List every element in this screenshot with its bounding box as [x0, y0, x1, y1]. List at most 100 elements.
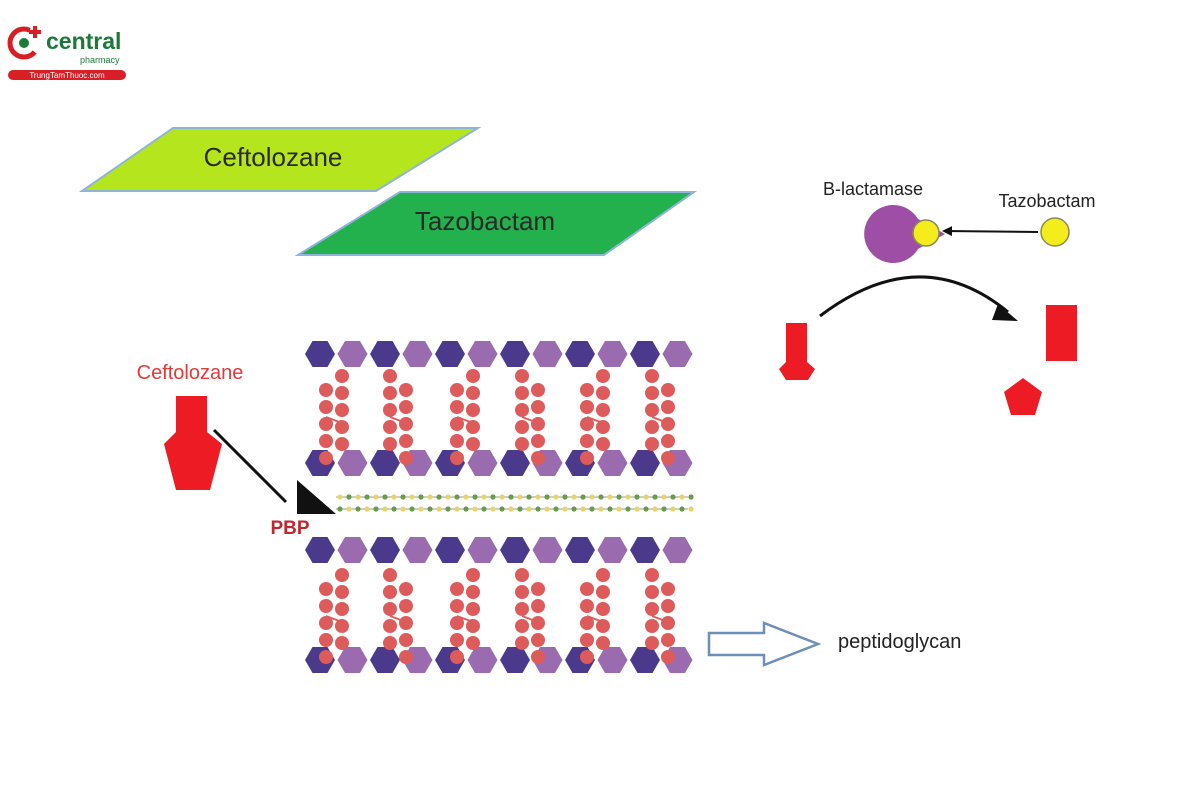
peptidoglycan-bead: [607, 506, 613, 512]
peptidoglycan-bead: [400, 506, 406, 512]
lipid-bead: [466, 369, 480, 383]
lipid-bead: [335, 619, 349, 633]
logo-name: central: [46, 28, 121, 54]
peptidoglycan-bead: [571, 494, 577, 500]
lipid-bead: [515, 420, 529, 434]
lipid-bead: [645, 585, 659, 599]
peptidoglycan-bead: [454, 506, 460, 512]
lipid-bead: [515, 369, 529, 383]
membrane-hexagon: [402, 341, 433, 367]
membrane-hexagon: [467, 647, 498, 673]
membrane-hexagon: [370, 341, 400, 367]
membrane-hexagon: [435, 341, 465, 367]
peptidoglycan-bead: [454, 494, 460, 500]
peptidoglycan-bead: [508, 506, 514, 512]
ceftolozane-label: Ceftolozane: [137, 362, 244, 384]
peptidoglycan-bead: [517, 506, 523, 512]
lipid-bead: [450, 400, 464, 414]
lipid-bead: [596, 403, 610, 417]
lipid-bead: [466, 585, 480, 599]
brand-logo: central pharmacy TrungTamThuoc.com: [7, 26, 126, 80]
peptidoglycan-bead: [607, 494, 613, 500]
lipid-bead: [661, 400, 675, 414]
lipid-bead: [466, 619, 480, 633]
lipid-bead: [335, 386, 349, 400]
peptidoglycan-bead: [517, 494, 523, 500]
peptidoglycan-bead: [589, 506, 595, 512]
membrane-hexagon: [597, 647, 628, 673]
lipid-bead: [661, 599, 675, 613]
lipid-bead: [661, 633, 675, 647]
lipid-bead: [383, 568, 397, 582]
membrane-hexagon: [467, 537, 498, 563]
peptidoglycan-bead: [364, 506, 370, 512]
peptidoglycan-bead: [562, 494, 568, 500]
peptidoglycan-bead: [643, 494, 649, 500]
lipid-bead: [596, 602, 610, 616]
peptidoglycan-bead: [382, 506, 388, 512]
peptidoglycan-bead: [634, 506, 640, 512]
lipid-link: [586, 416, 604, 424]
peptidoglycan-label: peptidoglycan: [838, 631, 961, 653]
lipid-bead: [596, 420, 610, 434]
membrane-hexagon: [500, 537, 530, 563]
peptidoglycan-bead: [598, 494, 604, 500]
lipid-bead: [515, 602, 529, 616]
lipid-bead: [335, 602, 349, 616]
pbp-label: PBP: [270, 518, 309, 539]
lipid-bead: [580, 616, 594, 630]
lipid-bead: [596, 619, 610, 633]
lipid-link: [651, 416, 669, 424]
peptidoglycan-bead: [445, 494, 451, 500]
lipid-bead: [319, 616, 333, 630]
peptidoglycan-bead: [589, 494, 595, 500]
intact-ceftolozane: [779, 323, 815, 380]
membrane-hexagon: [435, 537, 465, 563]
lipid-bead: [335, 585, 349, 599]
lipid-bead: [450, 434, 464, 448]
lipid-bead: [645, 369, 659, 383]
peptidoglycan-bead: [526, 506, 532, 512]
lipid-bead: [450, 582, 464, 596]
ceftolozane-banner: Ceftolozane: [78, 127, 482, 192]
lipid-bead: [319, 434, 333, 448]
lipid-bead: [531, 417, 545, 431]
lipid-bead: [335, 403, 349, 417]
lipid-bead: [515, 636, 529, 650]
lipid-bead: [645, 619, 659, 633]
lipid-bead: [450, 599, 464, 613]
lipid-link: [325, 416, 343, 424]
peptidoglycan-bead: [661, 494, 667, 500]
lipid-bead: [383, 602, 397, 616]
lipid-bead: [515, 437, 529, 451]
membrane-hexagon: [500, 341, 530, 367]
peptidoglycan-bead: [679, 494, 685, 500]
membrane-hexagon: [337, 341, 368, 367]
lipid-bead: [399, 400, 413, 414]
lipid-bead: [383, 403, 397, 417]
lipid-bead: [450, 451, 464, 465]
lipid-bead: [645, 602, 659, 616]
membrane-hexagon: [500, 647, 530, 673]
lipid-bead: [399, 451, 413, 465]
peptidoglycan-bead: [409, 494, 415, 500]
lipid-bead: [596, 636, 610, 650]
peptidoglycan-bead: [355, 506, 361, 512]
lipid-bead: [383, 369, 397, 383]
lipid-bead: [335, 568, 349, 582]
lipid-bead: [531, 451, 545, 465]
membrane-hexagon: [630, 537, 660, 563]
membrane-hexagon: [305, 341, 335, 367]
lipid-bead: [661, 650, 675, 664]
membrane-hexagon: [500, 450, 530, 476]
membrane-hexagon: [337, 537, 368, 563]
peptidoglycan-bead: [526, 494, 532, 500]
lipid-bead: [450, 417, 464, 431]
lipid-bead: [383, 437, 397, 451]
peptidoglycan-bead: [544, 506, 550, 512]
lipid-bead: [596, 369, 610, 383]
peptidoglycan-bead: [481, 494, 487, 500]
lipid-bead: [596, 568, 610, 582]
lipid-bead: [596, 386, 610, 400]
